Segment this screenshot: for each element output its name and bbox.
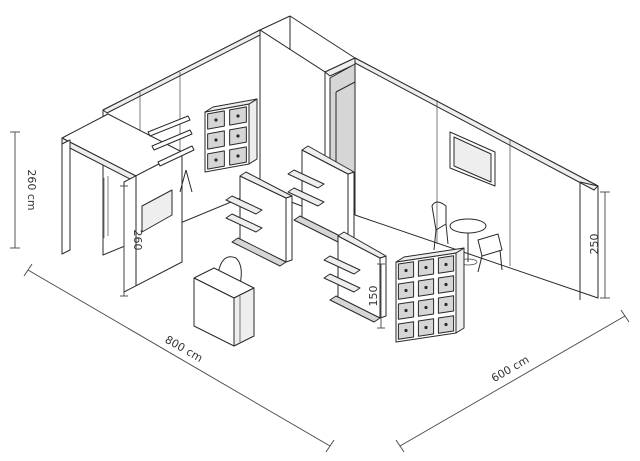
cube-shelf-back — [204, 98, 258, 173]
label-storage-height: 260 — [131, 230, 144, 251]
chair-back-left — [431, 201, 449, 251]
label-counter-height: 150 — [367, 286, 380, 307]
bistro-table — [449, 218, 487, 266]
chair-front-right — [477, 233, 503, 273]
dimension-wall-height-left: 260 cm — [10, 131, 38, 249]
reception-counter — [193, 256, 255, 347]
display-stand-1 — [225, 171, 293, 267]
storage-room — [61, 113, 183, 293]
label-wall-height-left: 260 cm — [25, 169, 38, 210]
label-depth-left: 800 cm — [163, 333, 205, 365]
wall-shelves-left — [147, 115, 195, 193]
dimension-storage-height: 260 — [120, 185, 144, 297]
dimension-depth-left: 800 cm — [23, 263, 335, 453]
label-width-right: 600 cm — [489, 353, 531, 385]
wall-monitor — [449, 131, 496, 187]
dimension-counter-height: 150 — [367, 263, 385, 329]
display-stand-2 — [287, 145, 355, 245]
cube-shelf-front — [395, 247, 465, 343]
dimension-wall-height-right: 250 — [588, 191, 610, 299]
label-wall-height-right: 250 — [588, 234, 601, 255]
display-stand-3 — [323, 231, 387, 323]
